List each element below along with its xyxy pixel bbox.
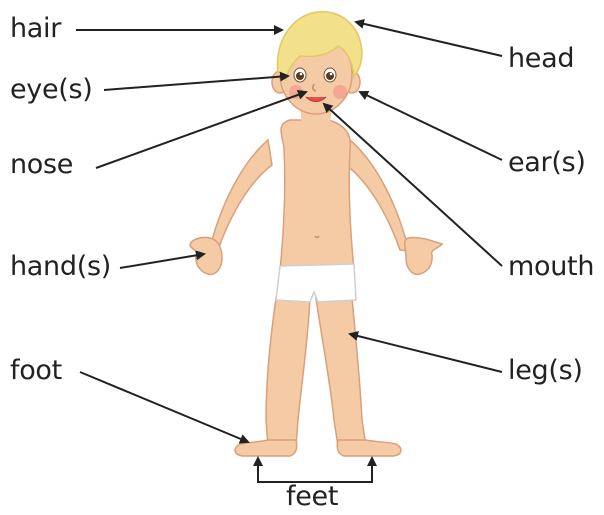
label-legs: leg(s) [508, 356, 583, 386]
label-foot: foot [10, 356, 62, 386]
label-mouth: mouth [508, 252, 594, 282]
label-nose: nose [10, 150, 73, 180]
left-arm [200, 140, 272, 252]
right-hand [405, 237, 442, 274]
left-foot [235, 440, 297, 456]
label-hair: hair [10, 14, 61, 44]
label-head: head [508, 44, 574, 74]
right-cheek [333, 85, 347, 99]
left-leg [266, 298, 310, 446]
arrow-head [356, 22, 502, 56]
child-figure [190, 12, 442, 456]
arrow-ears [360, 92, 502, 160]
feet-bracket [258, 462, 372, 482]
label-feet: feet [286, 482, 338, 512]
torso [280, 120, 354, 270]
underwear [276, 264, 356, 302]
label-eyes: eye(s) [10, 75, 93, 105]
arrow-nose [96, 92, 306, 168]
arrow-foot [80, 372, 248, 442]
right-leg [316, 298, 366, 446]
label-hands: hand(s) [10, 252, 111, 282]
arrow-eyes [104, 76, 288, 90]
arrow-legs [350, 334, 502, 372]
arrow-hands [120, 254, 204, 268]
label-ears: ear(s) [508, 148, 586, 178]
right-foot [337, 440, 401, 456]
